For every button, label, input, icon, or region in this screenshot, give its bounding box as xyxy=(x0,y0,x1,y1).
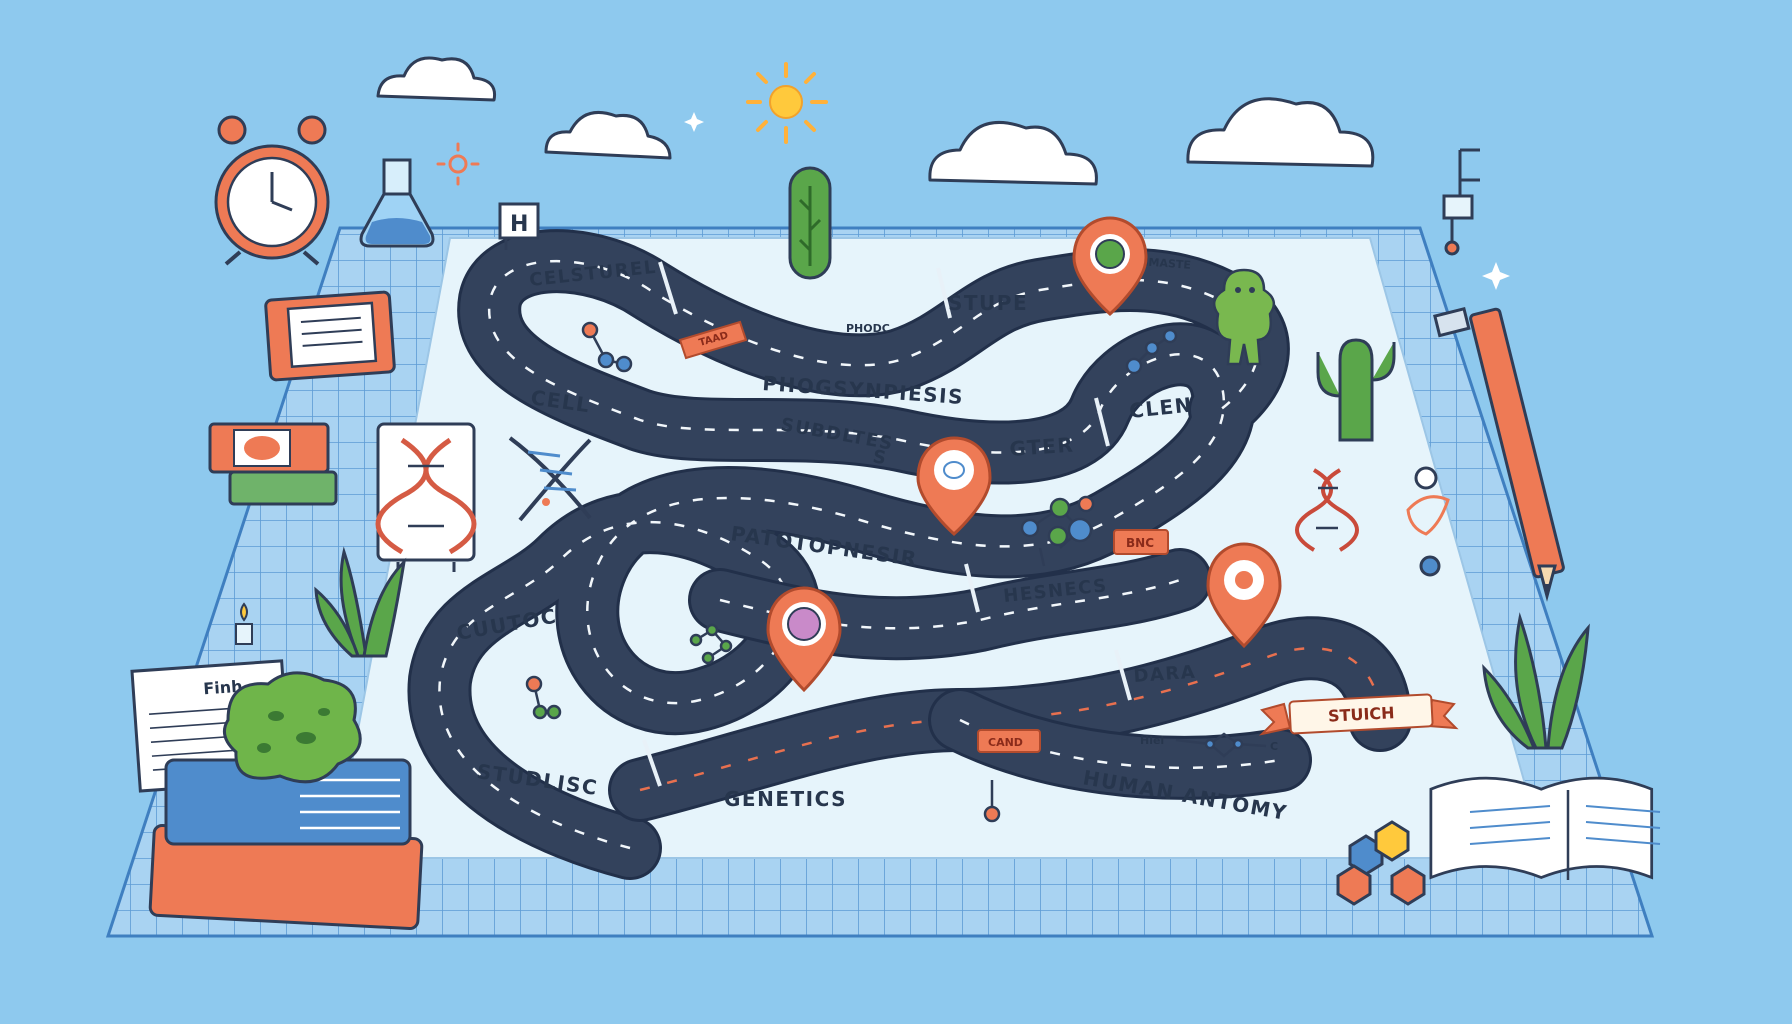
music-note-icon xyxy=(1442,148,1480,256)
book-stack-icon xyxy=(148,758,424,931)
open-book-icon xyxy=(1429,776,1661,880)
road-label: GENETICS xyxy=(724,787,847,811)
molecule-icon xyxy=(581,321,633,373)
bnc-tag: BNC xyxy=(1113,529,1169,555)
sun-icon xyxy=(746,62,828,144)
molecule-note: C xyxy=(1270,740,1278,753)
road-label: DARA xyxy=(1133,662,1197,687)
sparkle-icon xyxy=(684,112,1510,290)
hexagon-icon xyxy=(1336,820,1426,906)
plant-pod-icon xyxy=(788,166,832,280)
plant-icon xyxy=(1482,612,1590,750)
road-label: S xyxy=(871,446,889,469)
road-label: GTER xyxy=(1009,433,1075,461)
cand-tag: CAND xyxy=(977,729,1041,753)
small-sun-icon xyxy=(436,142,480,186)
sign-post: H xyxy=(498,202,540,250)
svg-text:H: H xyxy=(510,212,528,237)
banner-ribbon: STUICH xyxy=(1258,693,1459,736)
molecule-icon xyxy=(1125,328,1178,375)
cloud-icon xyxy=(1186,97,1375,168)
pin-marker-icon xyxy=(983,780,1001,823)
molecule-note: Hlel xyxy=(1140,734,1164,747)
book-icon xyxy=(264,290,396,382)
molecule-icon xyxy=(1175,732,1267,758)
svg-text:CAND: CAND xyxy=(988,736,1023,749)
cloud-icon xyxy=(544,111,672,160)
map-pin-icon xyxy=(1206,542,1282,649)
dna-icon xyxy=(508,436,592,522)
svg-text:STUICH: STUICH xyxy=(1328,703,1395,725)
microbe-figure-icon xyxy=(1212,268,1276,366)
road-label: STUPE xyxy=(948,291,1028,315)
alarm-clock-icon xyxy=(214,115,330,266)
science-figure-icon xyxy=(1406,466,1450,577)
map-pin-icon xyxy=(1072,216,1148,317)
molecule-icon xyxy=(689,623,733,665)
dna-icon xyxy=(1295,468,1359,552)
svg-text:Finh: Finh xyxy=(203,677,243,699)
cloud-icon xyxy=(376,56,497,102)
pencil-icon xyxy=(1433,307,1565,602)
map-pin-icon xyxy=(916,436,992,537)
cloud-icon xyxy=(928,120,1098,186)
map-pin-icon xyxy=(766,586,842,693)
cactus-icon xyxy=(1316,338,1396,442)
candle-icon xyxy=(235,602,253,645)
book-stack-icon xyxy=(208,422,338,506)
plant-icon xyxy=(314,546,407,658)
flag-tag: TAAD xyxy=(678,320,748,360)
road-label: PHODC xyxy=(846,322,890,335)
dna-card xyxy=(375,422,477,572)
flask-icon xyxy=(359,158,435,248)
molecule-icon xyxy=(525,675,562,720)
sponge-icon xyxy=(222,671,362,784)
molecule-icon xyxy=(1020,495,1095,567)
svg-text:BNC: BNC xyxy=(1126,536,1154,550)
